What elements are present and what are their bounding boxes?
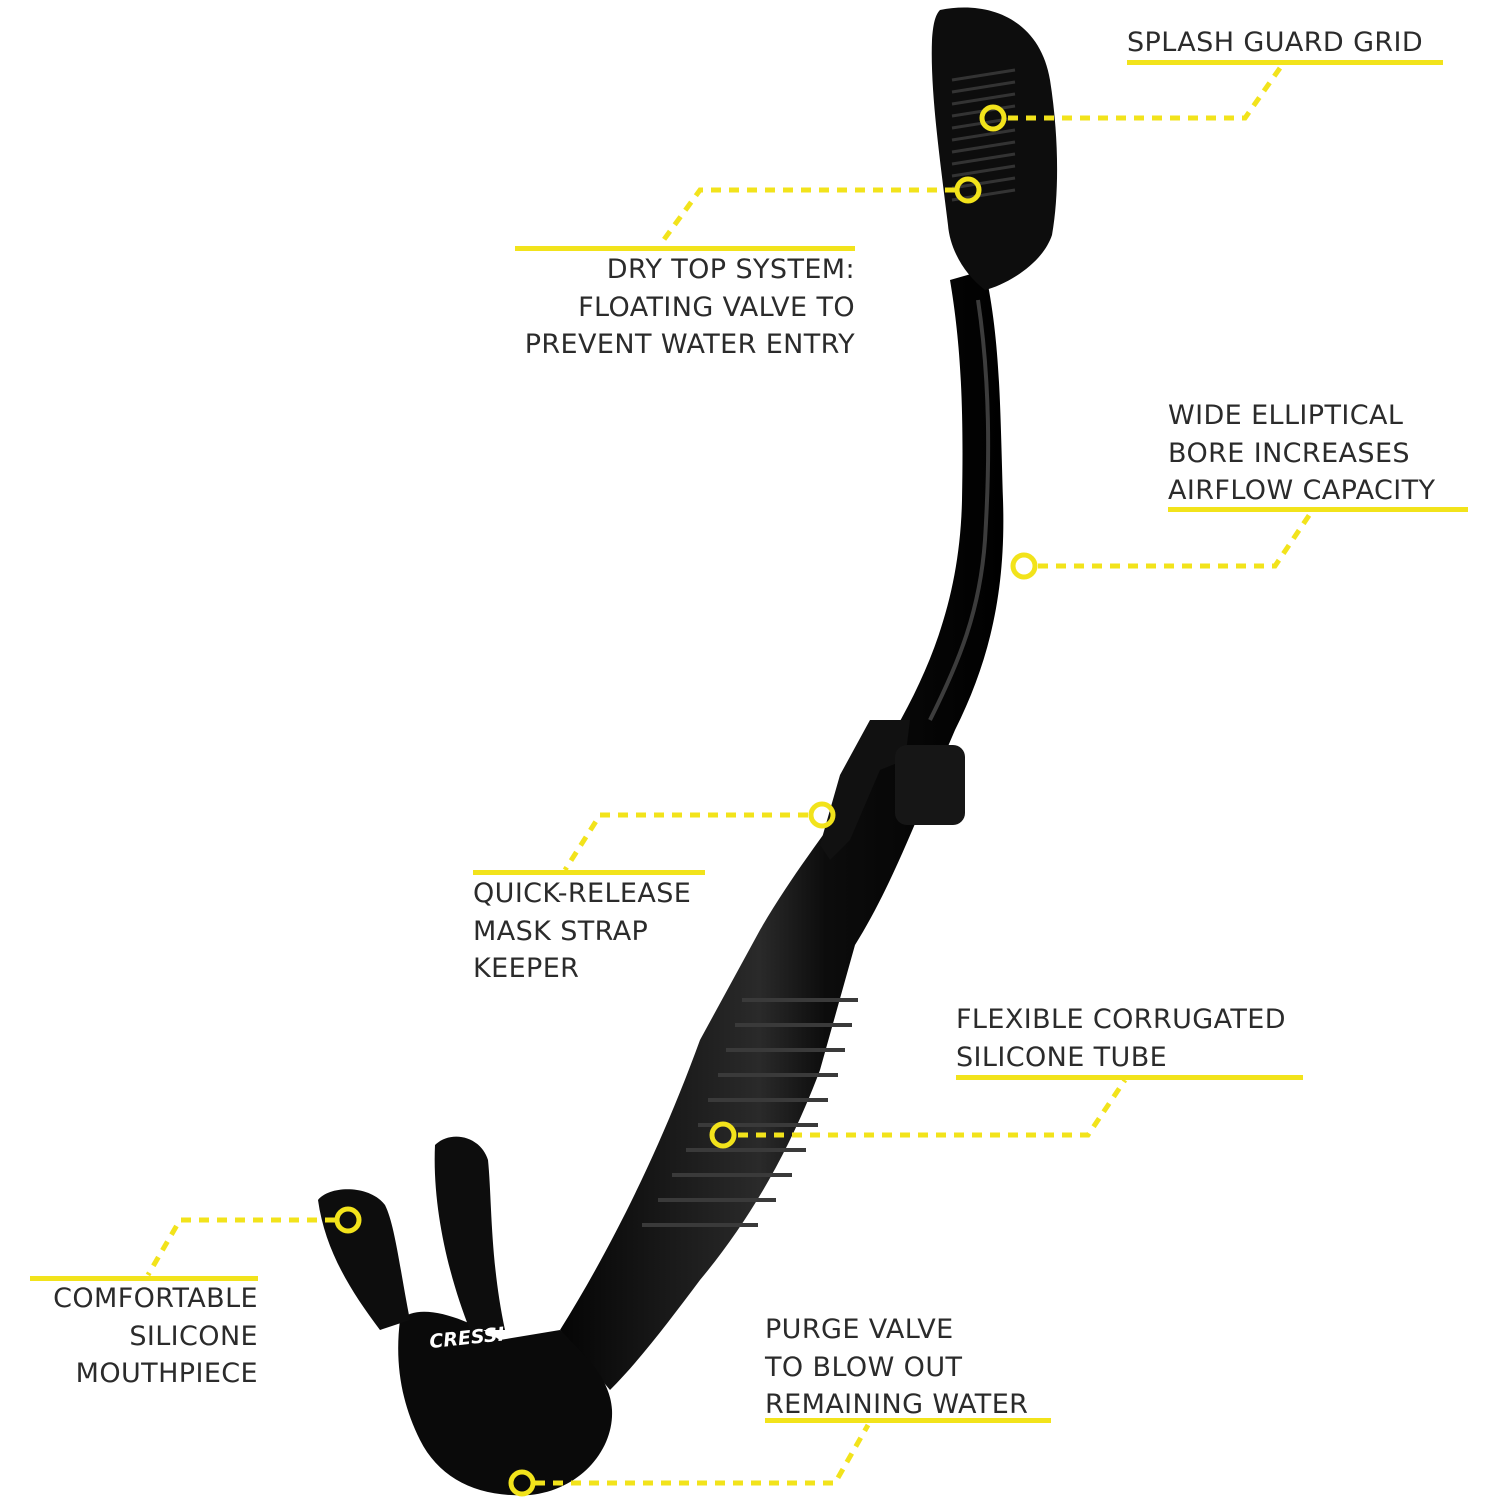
label-purge-valve: PURGE VALVE TO BLOW OUT REMAINING WATER	[765, 1314, 1029, 1420]
underline-elliptical-bore	[1168, 507, 1468, 512]
mask-strap-keeper	[820, 720, 965, 860]
marker-corrugated	[709, 1121, 737, 1149]
marker-splash-guard	[979, 104, 1007, 132]
underline-dry-top	[515, 246, 855, 251]
leader-purge-valve	[535, 1423, 871, 1486]
label-quick-release-mask-strap: QUICK-RELEASE MASK STRAP KEEPER	[473, 878, 692, 984]
underline-mouthpiece	[30, 1276, 258, 1281]
marker-elliptical-bore	[1010, 552, 1038, 580]
label-underlines	[30, 60, 1468, 1423]
leader-elliptical-bore	[1038, 512, 1313, 569]
snorkel-body	[318, 7, 1058, 1496]
mouthpiece-wing-right	[434, 1136, 505, 1330]
leader-splash-guard	[1008, 66, 1283, 121]
marker-purge-valve	[508, 1469, 536, 1497]
tube-highlight	[928, 299, 991, 721]
marker-mouthpiece	[334, 1206, 362, 1234]
leader-lines	[145, 66, 1313, 1486]
label-flexible-corrugated-tube: FLEXIBLE CORRUGATED SILICONE TUBE	[956, 1004, 1286, 1073]
snorkel-tube	[560, 270, 1004, 1390]
callout-markers	[334, 104, 1038, 1497]
underline-purge-valve	[765, 1418, 1051, 1423]
leader-mask-strap	[562, 812, 808, 872]
underline-corrugated	[956, 1075, 1303, 1080]
label-splash-guard-grid: SPLASH GUARD GRID	[1127, 27, 1424, 58]
marker-mask-strap	[808, 801, 836, 829]
leader-corrugated	[738, 1078, 1128, 1138]
leader-mouthpiece	[145, 1217, 335, 1277]
mouthpiece-housing	[398, 1311, 613, 1496]
splash-guard-head	[931, 7, 1058, 291]
underline-mask-strap	[473, 870, 705, 875]
marker-dry-top	[954, 176, 982, 204]
underline-splash-guard	[1127, 60, 1443, 65]
label-wide-elliptical-bore: WIDE ELLIPTICAL BORE INCREASES AIRFLOW C…	[1168, 400, 1436, 506]
leader-dry-top	[657, 187, 955, 247]
label-dry-top-system: DRY TOP SYSTEM: FLOATING VALVE TO PREVEN…	[524, 254, 855, 360]
corrugated-ribs	[642, 998, 858, 1227]
label-comfortable-mouthpiece: COMFORTABLE SILICONE MOUTHPIECE	[53, 1283, 258, 1389]
mouthpiece-wing-left	[318, 1189, 410, 1330]
